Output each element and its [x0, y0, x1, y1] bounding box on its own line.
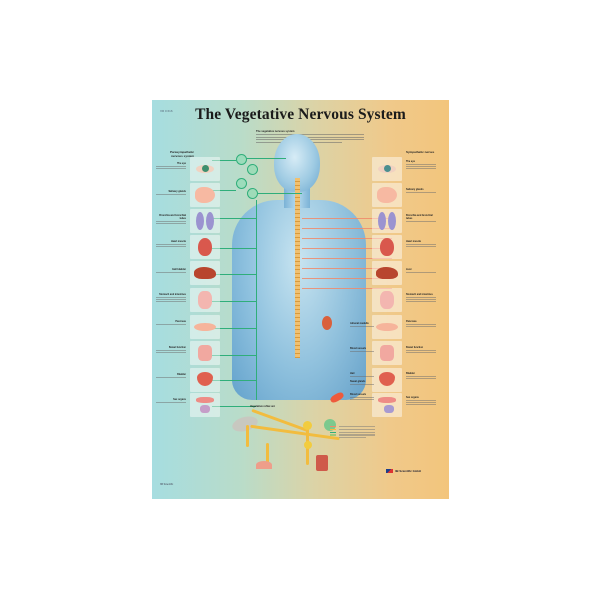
anatomy-poster: VR 0 616 The Vegetative Nervous System T…: [152, 100, 449, 499]
center-label-blood-vessels-2: Blood vessels: [350, 393, 374, 400]
eye-icon: [372, 157, 402, 181]
reflex-heading: Vegetative reflex arc: [250, 405, 276, 408]
legend: [330, 426, 375, 440]
left-label-bronchia: Bronchia and bronchial tubes: [156, 214, 186, 224]
intestine-icon: [190, 341, 220, 365]
right-label-bronchia: Bronchia and bronchial tubes: [406, 214, 436, 222]
reproductive-icon: [190, 393, 220, 417]
ciliary-ganglion-icon: [236, 154, 247, 165]
nose-mouth-icon: [372, 183, 402, 207]
liver-icon: [372, 261, 402, 285]
stomach-icon: [372, 288, 402, 312]
spinal-cord: [295, 178, 300, 358]
right-label-salivary: Salivary glands: [406, 188, 436, 193]
stomach-icon: [190, 288, 220, 312]
center-label-hair: Hair: [350, 372, 374, 377]
nose-mouth-icon: [190, 183, 220, 207]
pancreas-icon: [372, 315, 402, 339]
left-label-pancreas: Pancreas: [156, 320, 186, 325]
right-label-bowel: Bowel function: [406, 346, 436, 353]
pterygopalatine-ganglion-icon: [247, 164, 258, 175]
liver-icon: [190, 261, 220, 285]
copyright-text: 3B Scientific: [160, 483, 174, 486]
center-label-adrenal: Adrenal medulla: [350, 322, 374, 327]
heart-icon: [372, 235, 402, 259]
muscle-icon: [316, 455, 328, 471]
center-label-blood-vessels: Blood vessels: [350, 347, 374, 352]
otic-ganglion-icon: [236, 178, 247, 189]
right-label-sex-organs: Sex organs: [406, 396, 436, 405]
left-label-sex-organs: Sex organs: [156, 398, 186, 403]
kidney-icon: [320, 314, 334, 332]
left-label-bowel: Bowel function: [156, 346, 186, 353]
right-label-stomach: Stomach and intestines: [406, 293, 436, 302]
right-label-liver: Liver: [406, 268, 436, 273]
3b-logo-icon: [386, 469, 393, 474]
center-label-sweat-glands: Sweat glands: [350, 380, 374, 385]
right-label-bladder: Bladder: [406, 372, 436, 379]
reflex-arc-diagram: Vegetative reflex arc: [210, 405, 360, 485]
poster-title: The Vegetative Nervous System: [195, 106, 406, 123]
pancreas-icon: [190, 315, 220, 339]
gland-icon: [324, 419, 336, 431]
brand-logo: 3B Scientific GmbH: [386, 469, 421, 474]
intro-heading: The vegetative nervous system: [256, 130, 295, 133]
reproductive-icon: [372, 393, 402, 417]
left-label-gall-bladder: Gall bladder: [156, 268, 186, 273]
left-label-bladder: Bladder: [156, 373, 186, 378]
parasympathetic-heading: Parasympathetic nervous system: [169, 150, 194, 158]
lungs-icon: [190, 209, 220, 233]
heart-icon: [190, 235, 220, 259]
left-label-heart: Heart muscle: [156, 240, 186, 247]
left-label-eye: The eye: [156, 162, 186, 169]
intestine-icon: [372, 341, 402, 365]
eye-icon: [190, 157, 220, 181]
left-label-salivary: Salivary glands: [156, 190, 186, 195]
lungs-icon: [372, 209, 402, 233]
bladder-icon: [372, 368, 402, 392]
right-label-pancreas: Pancreas: [406, 320, 436, 327]
right-label-heart: Heart muscle: [406, 240, 436, 247]
right-label-eye: The eye: [406, 160, 436, 169]
bladder-icon: [190, 368, 220, 392]
left-label-stomach: Stomach and intestines: [156, 293, 186, 302]
sympathetic-heading: Sympathetic nerves: [406, 150, 435, 154]
vessel-icon: [328, 390, 346, 406]
poster-code: VR 0 616: [160, 109, 173, 113]
human-figure: [226, 134, 376, 400]
